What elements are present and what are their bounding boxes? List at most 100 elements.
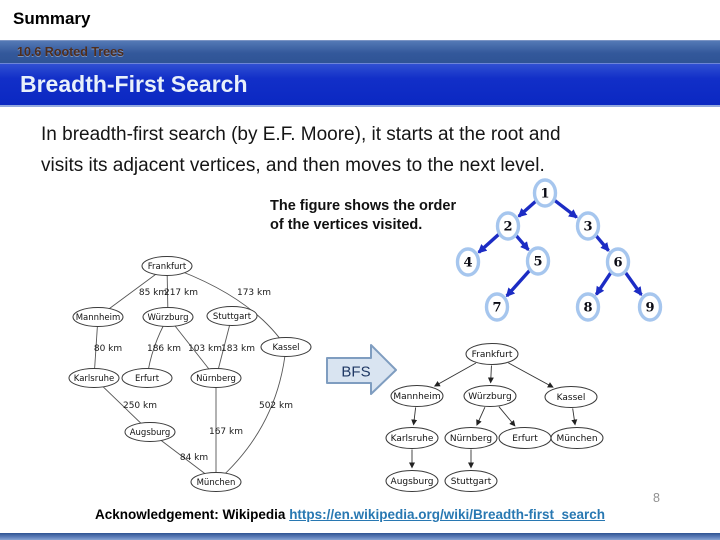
city-graph-node [190, 472, 242, 492]
distance-label: 85 km [139, 288, 167, 298]
bfs-tree-node [463, 385, 517, 407]
city-graph-node [206, 306, 258, 326]
city-graph-node-label: Stuttgart [213, 312, 252, 322]
bfs-tree-node-label: Kassel [557, 393, 586, 403]
order-tree-node [525, 246, 551, 276]
bfs-tree-node-label: Stuttgart [451, 477, 492, 487]
city-graph-edge [93, 377, 151, 433]
section-bar: 10.6 Rooted Trees [0, 40, 720, 63]
page-title: Breadth-First Search [20, 71, 248, 97]
bfs-tree-node [385, 427, 439, 449]
page-number: 8 [653, 491, 660, 505]
city-graph-edge [166, 265, 169, 318]
bfs-tree-edge [411, 407, 418, 426]
order-tree-node-label: 7 [492, 301, 501, 316]
slide-eyebrow: Summary [13, 9, 91, 28]
bfs-tree-node [385, 470, 439, 492]
order-tree-node [605, 247, 631, 277]
figure-caption-line2: of the vertices visited. [270, 216, 423, 233]
city-graph-node [121, 368, 173, 388]
section-label: 10.6 Rooted Trees [17, 45, 124, 59]
title-bar: Breadth-First Search [0, 63, 720, 107]
order-tree-node-label: 2 [503, 220, 512, 235]
bfs-tree-edge [508, 362, 554, 388]
body-paragraph-line2: visits its adjacent vertices, and then m… [41, 154, 545, 176]
order-tree-node [575, 211, 601, 241]
city-graph-edge [166, 265, 287, 348]
city-graph-edge [146, 316, 169, 379]
order-tree-edge [477, 233, 500, 254]
body-paragraph-line1: In breadth-first search (by E.F. Moore),… [41, 124, 561, 145]
city-graph-edge [215, 315, 233, 379]
order-tree-node-label: 8 [583, 301, 592, 316]
city-graph-edge [93, 316, 99, 379]
city-graph-edge [149, 431, 217, 483]
bfs-arrow: BFS [326, 344, 397, 395]
bfs-arrow-label: BFS [341, 363, 370, 380]
city-graph-node-label: München [197, 478, 236, 488]
order-tree-node-label: 5 [533, 255, 542, 270]
order-tree-edge [515, 234, 530, 251]
city-graph-node [190, 368, 242, 388]
order-tree-edge [594, 271, 613, 296]
city-graph-node-label: Erfurt [135, 374, 160, 384]
order-tree-node [532, 178, 558, 208]
order-tree-node-label: 1 [540, 187, 549, 202]
distance-label: 502 km [259, 401, 293, 411]
bfs-tree-node [498, 427, 552, 449]
city-graph-node [124, 422, 176, 442]
distance-label: 250 km [123, 401, 157, 411]
acknowledgement: Acknowledgement: Wikipedia https://en.wi… [95, 507, 605, 522]
bfs-tree-node [550, 427, 604, 449]
acknowledgement-label: Acknowledgement: Wikipedia [95, 507, 286, 522]
distance-label: 217 km [164, 288, 198, 298]
figure-caption: The figure shows the order of the vertic… [270, 197, 456, 234]
bfs-tree-node [390, 385, 444, 407]
bfs-arrow-shape [326, 344, 397, 395]
order-tree-edge [624, 271, 643, 297]
distance-label: 84 km [180, 453, 208, 463]
bfs-tree-node-label: Erfurt [512, 434, 538, 444]
bfs-tree-node-label: Würzburg [468, 392, 511, 402]
bfs-tree-node [444, 470, 498, 492]
bfs-tree-edge [433, 362, 477, 387]
city-graph-node-label: Karlsruhe [74, 374, 114, 384]
city-graph-node [72, 307, 124, 327]
order-tree-node [637, 292, 663, 322]
bfs-tree-edge [487, 365, 494, 384]
bfs-tree-node-label: Nürnberg [450, 434, 492, 444]
order-tree-node [495, 211, 521, 241]
bfs-tree-node [444, 427, 498, 449]
city-graph-node-label: Mannheim [76, 313, 121, 323]
distance-label: 173 km [237, 288, 271, 298]
bfs-tree-edge [498, 406, 516, 427]
order-tree-edge [517, 199, 537, 218]
figure-caption-line1: The figure shows the order [270, 198, 457, 214]
body-paragraph: In breadth-first search (by E.F. Moore),… [41, 120, 701, 181]
distance-label: 103 km [188, 344, 222, 354]
order-tree-node [484, 292, 510, 322]
bfs-tree-node-label: Augsburg [391, 477, 434, 487]
order-tree-node-label: 4 [463, 256, 472, 271]
order-tree-edge [553, 199, 578, 219]
city-graph-edge [167, 316, 217, 379]
order-tree-edge [505, 269, 531, 298]
bfs-tree-node [465, 343, 519, 365]
wikipedia-link[interactable]: https://en.wikipedia.org/wiki/Breadth-fi… [289, 507, 606, 522]
city-graph-node-label: Frankfurt [148, 262, 187, 272]
distance-label: 183 km [221, 344, 255, 354]
city-graph-node-label: Würzburg [148, 313, 189, 323]
order-tree-node-label: 3 [583, 220, 592, 235]
city-graph-node [142, 307, 194, 327]
order-tree-node [455, 247, 481, 277]
distance-label: 167 km [209, 427, 243, 437]
bottom-accent-strip [0, 533, 720, 540]
bfs-tree-node-label: München [556, 434, 597, 444]
city-graph-edge [97, 265, 168, 318]
city-graph-node-label: Nürnberg [196, 374, 236, 384]
city-graph-node [68, 368, 120, 388]
